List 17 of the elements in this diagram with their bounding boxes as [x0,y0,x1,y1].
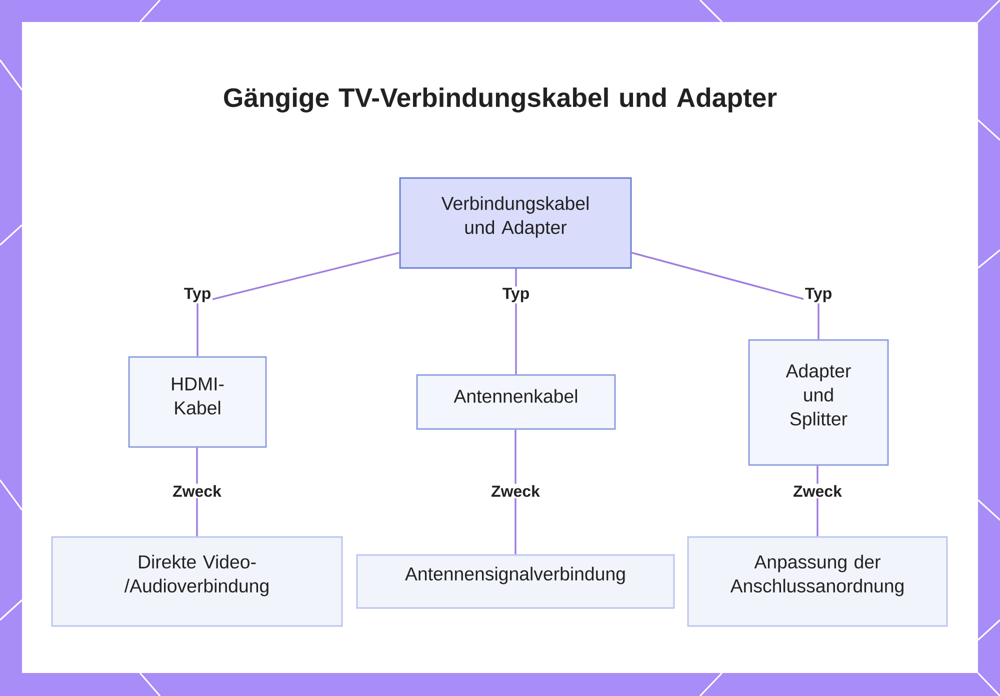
edge-label: Typ [804,286,834,304]
process-box: Adapter und Splitter [748,339,889,466]
connector-line [196,252,400,356]
edge-label: Zweck [171,484,223,498]
process-box: Antennensignalverbindung [356,554,675,609]
connector-line [632,252,820,340]
edge-label: Typ [501,286,531,304]
process-box: Direkte Video-/Audioverbindung [51,536,343,627]
connector-line [514,430,516,554]
edge-label: Zweck [490,484,542,498]
edge-label: Zweck [792,484,844,498]
process-box: Antennenkabel [416,374,616,430]
process-box: HDMI-Kabel [128,356,267,448]
edge-label: Typ [182,286,212,304]
process-box: Verbindungskabel und Adapter [399,177,632,269]
title: Gängige TV-Verbindungskabel und Adapter [224,88,777,112]
process-box: Anpassung der Anschlussanordnung [687,536,948,627]
